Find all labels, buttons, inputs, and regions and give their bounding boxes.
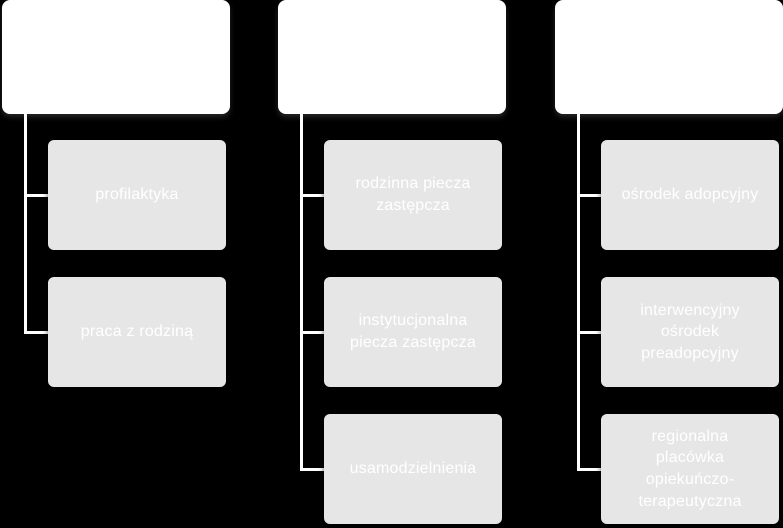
column-3-item-1-label: ośrodek adopcyjny — [621, 186, 759, 204]
column-1-connector-1 — [24, 194, 48, 197]
column-3-item-3: regionalna placówka opiekuńczo- terapeut… — [601, 414, 779, 524]
column-3-item-3-label: regionalna placówka opiekuńczo- terapeut… — [638, 427, 742, 510]
column-3-item-1: ośrodek adopcyjny — [601, 140, 779, 250]
column-1-connector-vertical — [24, 114, 27, 332]
column-1-connector-2 — [24, 331, 48, 334]
column-2-item-2-label: instytucjonalna piecza zastępcza — [350, 312, 476, 351]
column-2-header — [278, 0, 506, 114]
column-3-connector-3 — [577, 468, 601, 471]
column-2-item-1-label: rodzinna piecza zastępcza — [355, 175, 471, 214]
column-2-connector-3 — [300, 468, 324, 471]
column-2-item-3: usamodzielnienia — [324, 414, 502, 524]
column-3-connector-vertical — [577, 114, 580, 470]
column-2-item-1: rodzinna piecza zastępcza — [324, 140, 502, 250]
column-1-header — [2, 0, 230, 114]
column-1-item-1: profilaktyka — [48, 140, 226, 250]
column-1: profilaktyka praca z rodziną — [2, 0, 232, 528]
column-1-item-2: praca z rodziną — [48, 277, 226, 387]
column-3-header — [555, 0, 783, 114]
column-2-item-2: instytucjonalna piecza zastępcza — [324, 277, 502, 387]
column-3-item-2-label: interwencyjny ośrodek preadopcyjny — [640, 301, 740, 362]
column-3-connector-2 — [577, 331, 601, 334]
column-1-item-1-label: profilaktyka — [95, 186, 179, 204]
column-2-connector-vertical — [300, 114, 303, 470]
column-3: ośrodek adopcyjny interwencyjny ośrodek … — [555, 0, 783, 528]
column-2: rodzinna piecza zastępcza instytucjonaln… — [278, 0, 508, 528]
column-1-item-2-label: praca z rodziną — [80, 323, 194, 341]
column-3-connector-1 — [577, 194, 601, 197]
column-2-connector-2 — [300, 331, 324, 334]
column-3-item-2: interwencyjny ośrodek preadopcyjny — [601, 277, 779, 387]
column-2-connector-1 — [300, 194, 324, 197]
column-2-item-3-label: usamodzielnienia — [349, 460, 477, 478]
